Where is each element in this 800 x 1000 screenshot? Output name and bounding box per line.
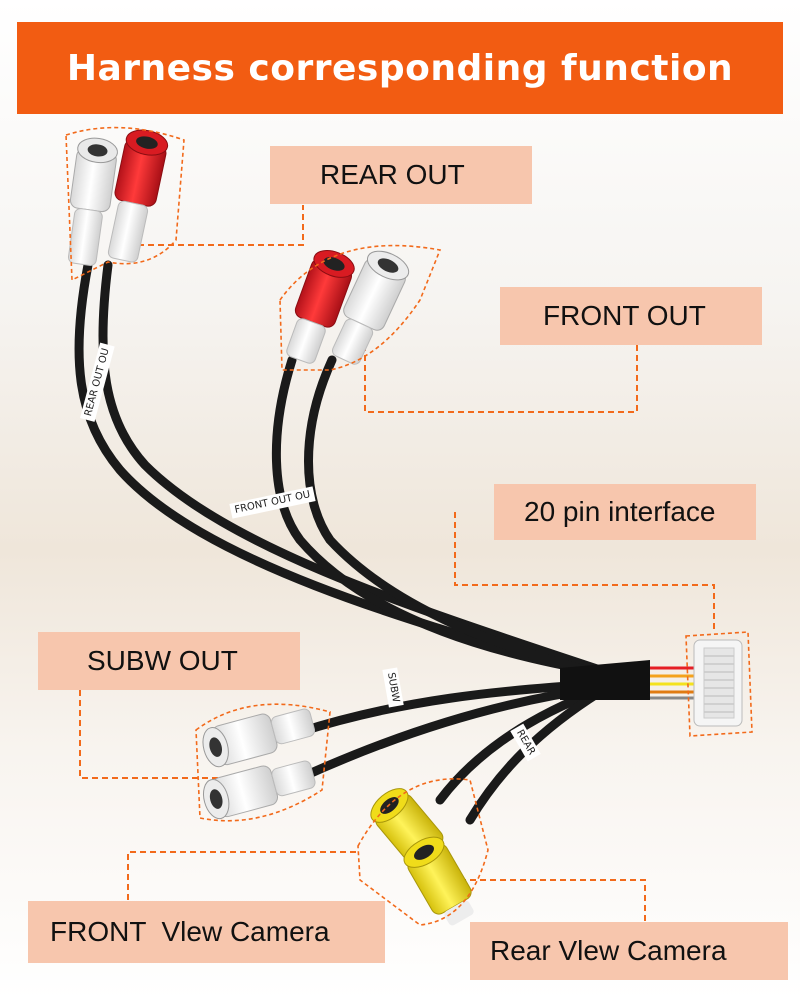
label-pin-interface-text: 20 pin interface (524, 496, 716, 527)
guide-pin (454, 512, 715, 630)
label-pin-interface: 20 pin interface (494, 484, 756, 540)
cable-cam-1 (435, 685, 605, 805)
cable-front-red (271, 355, 605, 677)
label-subw-out: SUBW OUT (38, 632, 300, 690)
guide-subw (79, 690, 220, 779)
label-front-out-text: FRONT OUT (543, 300, 706, 331)
guide-lines (79, 205, 715, 925)
cables (74, 260, 605, 825)
cable-bundle (560, 660, 650, 700)
pin-connector (693, 639, 743, 727)
page-title: Harness corresponding function (66, 47, 734, 89)
label-rear-out: REAR OUT (270, 146, 532, 204)
guide-front-cam (127, 851, 360, 900)
label-rear-camera-text: Rear Vlew Camera (490, 935, 727, 966)
label-front-out: FRONT OUT (500, 287, 762, 345)
camera-plugs (357, 778, 489, 926)
front-out-plugs (279, 244, 442, 371)
guide-rear-out (128, 205, 304, 246)
cable-front-white (304, 355, 605, 679)
guide-rear-cam (420, 879, 646, 925)
rear-out-plugs (65, 126, 185, 282)
label-front-camera-text: FRONT Vlew Camera (50, 916, 330, 947)
label-rear-out-text: REAR OUT (320, 159, 465, 190)
label-rear-camera: Rear Vlew Camera (470, 922, 788, 980)
title-banner: Harness corresponding function (17, 22, 783, 114)
colored-wires (650, 666, 700, 700)
label-subw-out-text: SUBW OUT (87, 645, 238, 676)
label-front-camera: FRONT Vlew Camera (28, 901, 385, 963)
guide-front-out (364, 345, 638, 413)
pin-connector-outline (685, 631, 753, 737)
subw-out-plugs (195, 703, 331, 822)
